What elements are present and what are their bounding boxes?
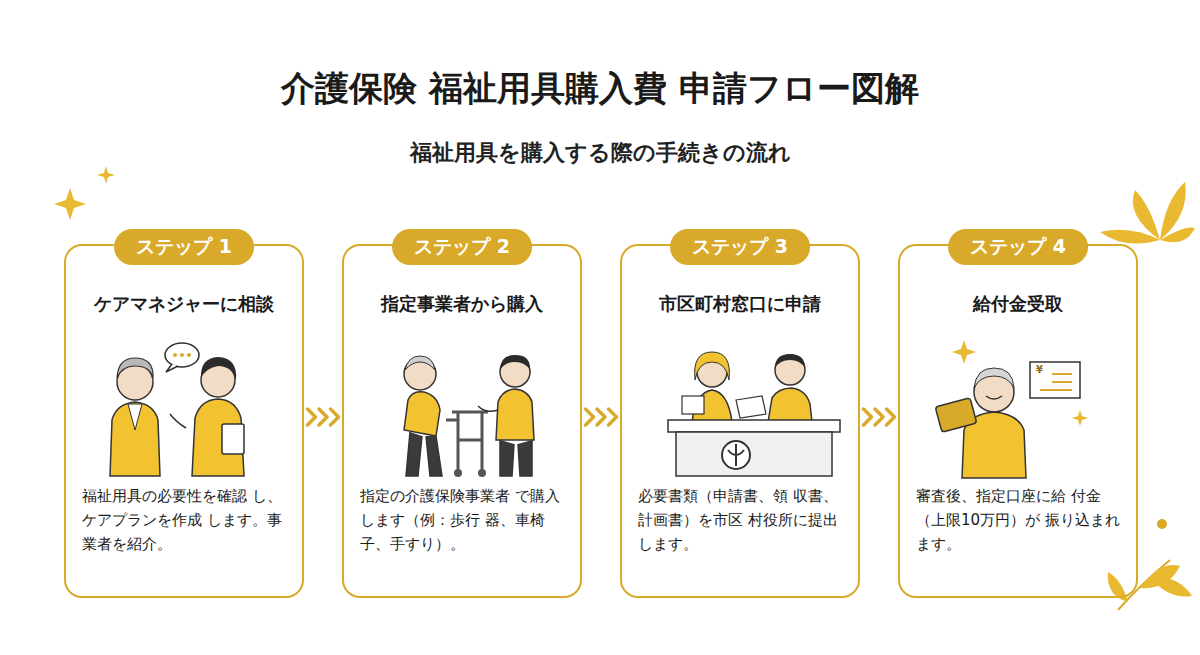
step-heading: ケアマネジャーに相談 xyxy=(76,292,292,316)
counter-illustration xyxy=(668,352,840,476)
title: 介護保険 福祉用具購入費 申請フロー図解 xyxy=(0,66,1200,112)
step-card: ステップ 2指定事業者から購入指定の介護保険事業者 で購入します（例：歩行 器、… xyxy=(342,244,582,598)
badge: ステップ 3 xyxy=(670,229,810,265)
chevron-arrow xyxy=(586,409,617,425)
step-body: 審査後、指定口座に給 付金（上限10万円）が 振り込まれます。 xyxy=(916,484,1120,556)
step-card: ステップ 3市区町村窓口に申請必要書類（申請書、領 収書、計画書）を市区 村役所… xyxy=(620,244,860,598)
badge: ステップ 1 xyxy=(114,229,254,265)
sparkle xyxy=(54,188,86,220)
badge: ステップ 2 xyxy=(392,229,532,265)
receive-illustration xyxy=(935,340,1088,478)
step-heading: 指定事業者から購入 xyxy=(354,292,570,316)
dot xyxy=(1157,519,1167,529)
chevron-arrow xyxy=(864,409,895,425)
badge: ステップ 4 xyxy=(948,229,1088,265)
step-heading: 給付金受取 xyxy=(910,292,1126,316)
illustration-space xyxy=(66,316,302,484)
chevron-arrow xyxy=(308,409,339,425)
leaves xyxy=(1100,182,1195,244)
step-body: 福祉用具の必要性を確認 し、ケアプランを作成 します。事業者を紹介。 xyxy=(82,484,286,556)
step-body: 必要書類（申請書、領 収書、計画書）を市区 村役所に提出します。 xyxy=(638,484,842,556)
leaves xyxy=(1108,560,1192,610)
walker-illustration xyxy=(404,355,534,477)
sparkle xyxy=(97,166,115,184)
step-heading: 市区町村窓口に申請 xyxy=(632,292,848,316)
illustration-space xyxy=(344,316,580,484)
subtitle: 福祉用具を購入する際の手続きの流れ xyxy=(0,138,1200,168)
currency-mark: ¥ xyxy=(1036,364,1043,375)
consult-illustration xyxy=(110,343,244,476)
step-card: ステップ 4給付金受取審査後、指定口座に給 付金（上限10万円）が 振り込まれま… xyxy=(898,244,1138,598)
illustration-space xyxy=(622,316,858,484)
step-card: ステップ 1ケアマネジャーに相談福祉用具の必要性を確認 し、ケアプランを作成 し… xyxy=(64,244,304,598)
illustration-space xyxy=(900,316,1136,484)
step-body: 指定の介護保険事業者 で購入します（例：歩行 器、車椅子、手すり）。 xyxy=(360,484,564,556)
